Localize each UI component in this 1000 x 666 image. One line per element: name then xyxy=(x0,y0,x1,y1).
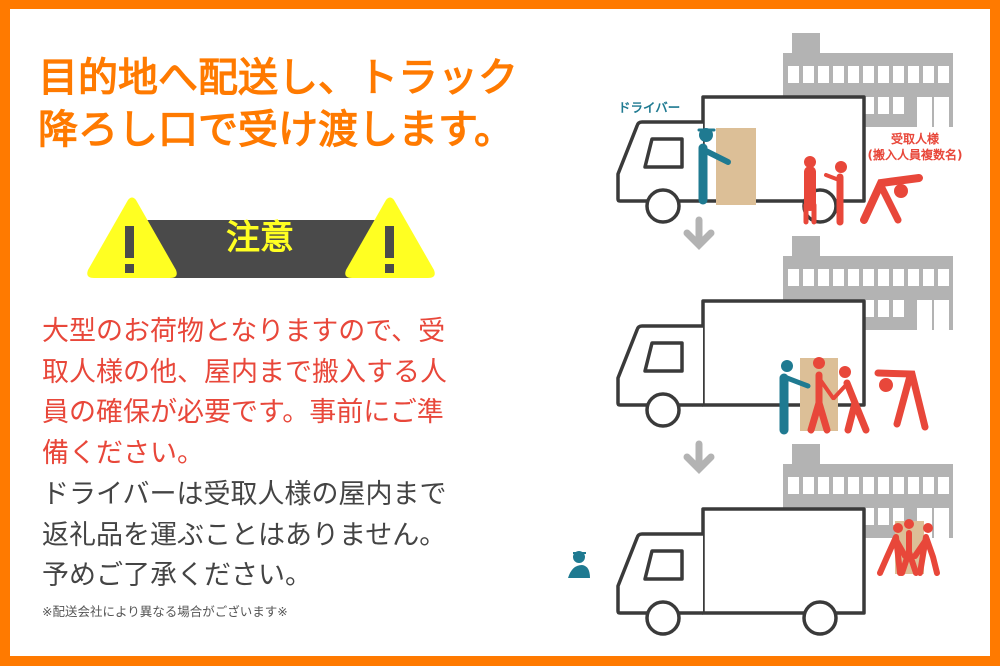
recipient-label-line-2: (搬入人員複数名) xyxy=(867,148,963,162)
notice-driver-text: ドライバーは受取人様の屋内まで 返礼品を運ぶことはありません。 予めご了承くださ… xyxy=(42,475,446,597)
headline: 目的地へ配送し、トラック 降ろし口で受け渡します。 xyxy=(38,52,518,156)
driver-in-cab-icon xyxy=(568,551,590,578)
recipient-label-line-1: 受取人様 xyxy=(890,132,939,146)
notice-driver-line: ドライバーは受取人様の屋内まで xyxy=(42,479,447,510)
headline-line-1: 目的地へ配送し、トラック xyxy=(38,55,518,101)
arrow-down-icon xyxy=(687,220,711,245)
notice-driver-line: 予めご了承ください。 xyxy=(42,560,312,591)
warning-triangle-icon xyxy=(345,197,435,278)
recipient-label: 受取人様 (搬入人員複数名) xyxy=(855,131,975,163)
caution-label: 注意 xyxy=(226,218,294,258)
headline-line-2: 降ろし口で受け渡します。 xyxy=(38,107,514,153)
notice-warning-line: 取人様の他、屋内まで搬入する人 xyxy=(42,356,447,388)
driver-person-icon xyxy=(697,128,731,205)
cargo-box-icon xyxy=(716,128,756,205)
truck-icon xyxy=(616,507,866,636)
arrow-down-icon xyxy=(687,444,711,469)
notice-driver-line: 返礼品を運ぶことはありません。 xyxy=(42,519,447,551)
notice-warning-line: 員の確保が必要です。事前にご準 xyxy=(42,397,444,428)
driver-label: ドライバー xyxy=(618,100,681,115)
caution-banner-graphic xyxy=(87,197,435,278)
notice-warning-text: 大型のお荷物となりますので、受 取人様の他、屋内まで搬入する人 員の確保が必要で… xyxy=(42,312,447,474)
footnote: ※配送会社により異なる場合がございます※ xyxy=(42,604,288,619)
caution-banner: 注意 xyxy=(80,196,440,284)
notice-warning-line: 大型のお荷物となりますので、受 xyxy=(42,316,446,347)
notice-warning-line: 備ください。 xyxy=(42,437,204,469)
recipient-people-icon xyxy=(803,156,923,226)
moving-team-icon xyxy=(877,519,940,576)
warning-triangle-icon xyxy=(87,197,177,278)
moving-team-icon xyxy=(779,357,929,435)
